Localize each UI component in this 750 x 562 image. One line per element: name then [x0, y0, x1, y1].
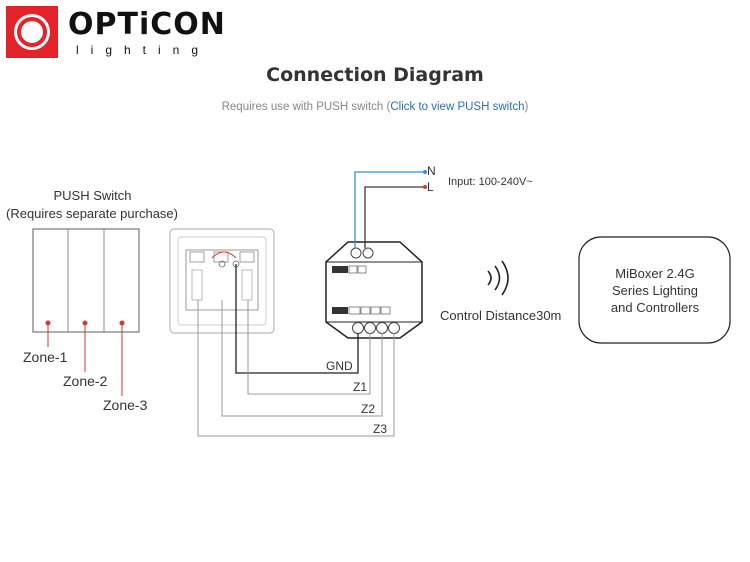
- subtitle-prefix: Requires use with PUSH switch (: [221, 101, 391, 113]
- wire-z3: [197, 300, 395, 437]
- brand-logo: OPTiCON lighting: [6, 6, 246, 60]
- power-l-label: L: [427, 180, 434, 194]
- wireless-signal-icon: [487, 260, 509, 296]
- power-input-label: Input: 100-240V~: [448, 176, 533, 188]
- subtitle-suffix: ): [524, 101, 529, 113]
- push-switch-title: PUSH Switch: [53, 188, 132, 203]
- wire-gnd: [235, 264, 359, 374]
- wire-gnd-label: GND: [326, 359, 353, 373]
- push-switch-link[interactable]: Click to view PUSH switch: [390, 101, 525, 113]
- wire-z3-label: Z3: [373, 422, 388, 436]
- control-distance-label: Control Distance30m: [440, 308, 562, 323]
- push-switch-note: (Requires separate purchase): [6, 206, 178, 221]
- brand-name: OPTiCON: [68, 7, 226, 42]
- power-n-label: N: [427, 164, 436, 178]
- brand-subtitle: lighting: [76, 43, 211, 57]
- wire-z2: [221, 300, 383, 417]
- zone-3-label: Zone-3: [103, 397, 148, 413]
- logo-icon: [6, 6, 58, 58]
- wire-n: [354, 171, 425, 248]
- push-switch: [32, 228, 140, 396]
- miboxer-label: MiBoxer 2.4G Series Lighting and Control…: [610, 266, 700, 315]
- page-title: Connection Diagram: [266, 64, 484, 86]
- wire-z1-label: Z1: [353, 380, 368, 394]
- zone-1-label: Zone-1: [23, 349, 68, 365]
- wire-l: [364, 186, 425, 248]
- page-subtitle: Requires use with PUSH switch (Click to …: [0, 101, 750, 113]
- wire-z1: [247, 300, 371, 395]
- controller: [325, 241, 423, 339]
- zone-2-label: Zone-2: [63, 373, 108, 389]
- wire-z2-label: Z2: [361, 402, 376, 416]
- miboxer-box: [578, 236, 731, 344]
